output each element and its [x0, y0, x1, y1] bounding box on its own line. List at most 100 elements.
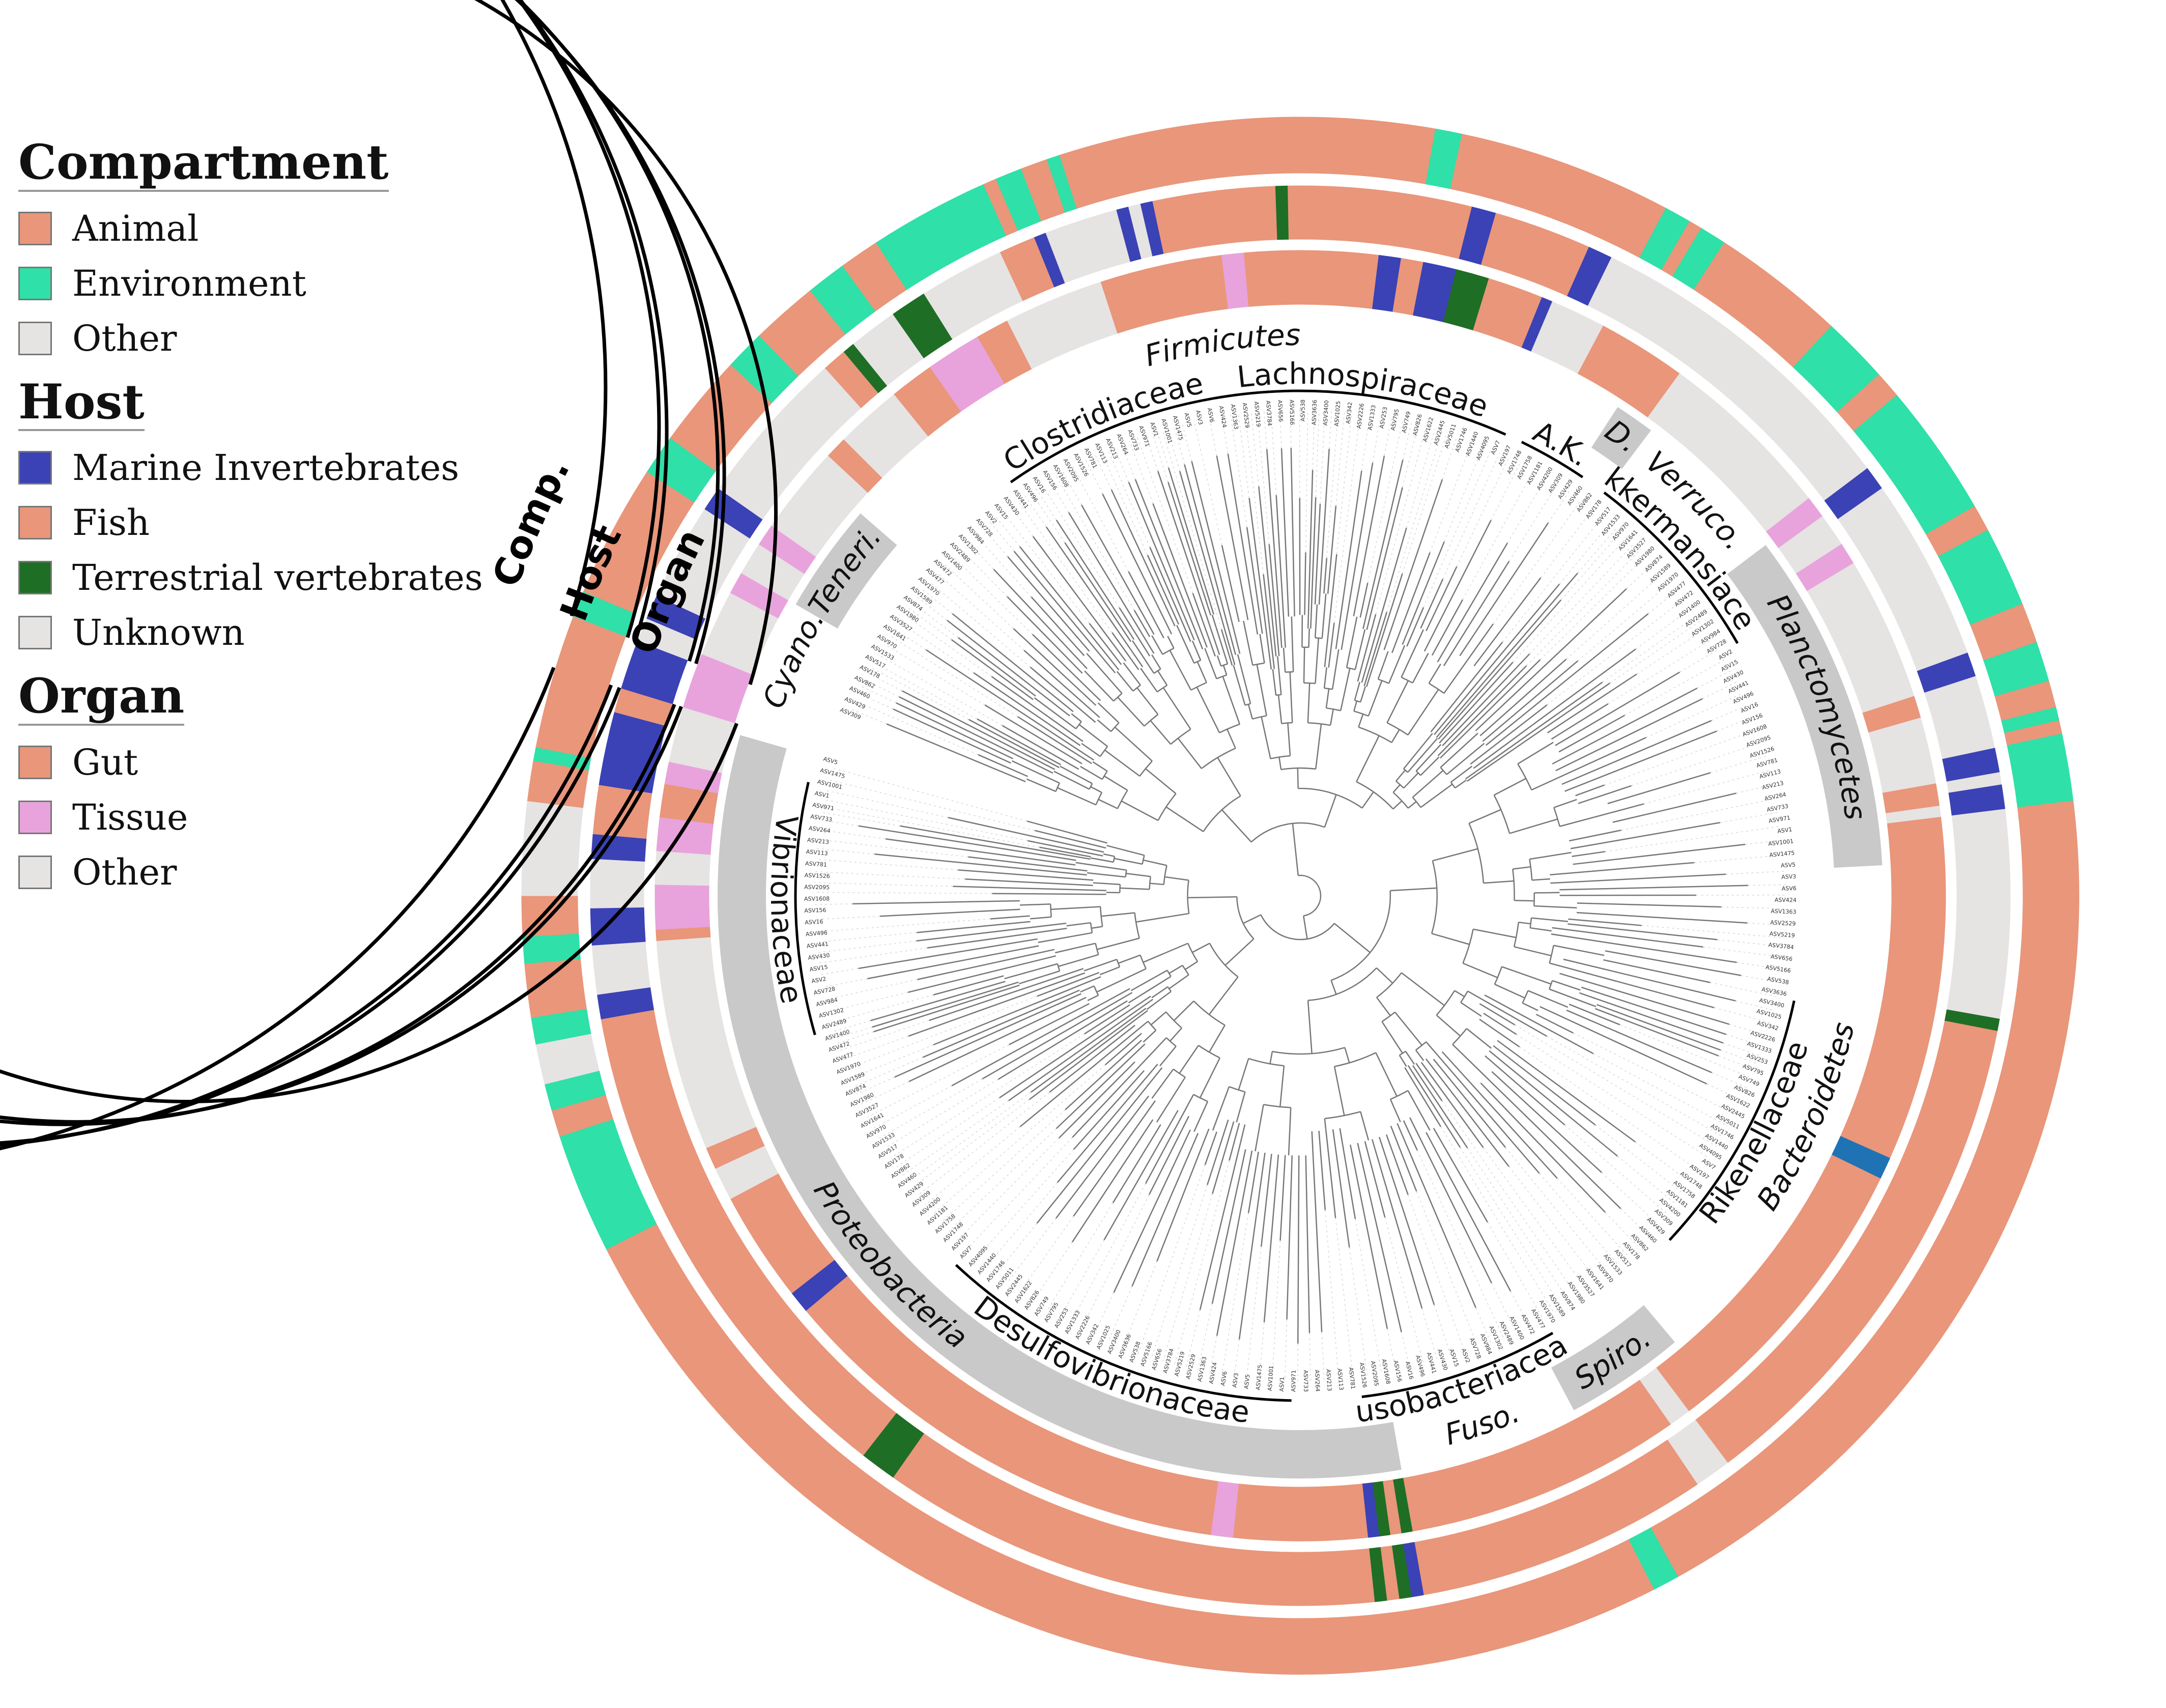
- tree-branch: [1207, 1119, 1229, 1185]
- tree-branch: [1280, 767, 1316, 771]
- tree-branch: [1377, 651, 1389, 679]
- tree-branch: [1412, 653, 1429, 684]
- ring-segment: [1946, 809, 2011, 1019]
- tree-branch: [1229, 1086, 1245, 1093]
- tree-branch: [1408, 801, 1417, 809]
- tree-leaf-guide: [1290, 410, 1292, 448]
- tree-leaf-guide: [1723, 1042, 1760, 1056]
- tree-branch: [1298, 787, 1363, 809]
- tree-branch: [1007, 596, 1083, 674]
- tree-leaf-guide: [1564, 1124, 1668, 1215]
- tree-branch: [1454, 990, 1465, 998]
- tree-branch: [1168, 974, 1189, 989]
- tree-branch: [1361, 791, 1374, 809]
- tree-leaf-guide: [1152, 433, 1168, 482]
- tree-leaf-guide: [816, 932, 917, 943]
- tree-branch: [1553, 807, 1560, 827]
- tree-branch: [917, 949, 1055, 980]
- tree-branch: [1420, 783, 1453, 808]
- leaf-label: ASV733: [1302, 1370, 1309, 1392]
- tree-branch: [1532, 878, 1550, 881]
- tree-branch: [858, 825, 1076, 861]
- tree-branch: [1280, 448, 1290, 617]
- tree-branch: [1092, 761, 1108, 772]
- tree-branch: [1569, 1004, 1620, 1026]
- ring-segment: [2007, 733, 2074, 808]
- phylum-labels: FirmicutesD.Verruco.PlanctomycetesBacter…: [756, 318, 1873, 1452]
- tree-leaf-guide: [976, 1149, 1074, 1259]
- leaf-label: ASV2489: [821, 1017, 847, 1031]
- tree-branch: [1327, 505, 1337, 594]
- legend-item: Animal: [18, 201, 476, 256]
- tree-branch: [1164, 876, 1189, 881]
- tree-branch: [1323, 667, 1327, 689]
- leaf-label: ASV156: [804, 907, 826, 914]
- tree-branch: [1318, 1130, 1326, 1210]
- tree-branch: [1137, 1020, 1149, 1030]
- tree-leaf-guide: [1726, 1034, 1763, 1047]
- tree-branch: [1134, 913, 1140, 938]
- tree-branch: [1378, 678, 1389, 684]
- leaf-label: ASV5: [1183, 412, 1192, 428]
- leaf-label: ASV342: [1756, 1020, 1779, 1032]
- tree-branch: [1114, 726, 1153, 762]
- tree-branch: [1386, 722, 1409, 736]
- tree-branch: [1227, 453, 1259, 635]
- tree-branch: [922, 989, 1080, 1058]
- tree-branch: [1438, 600, 1562, 740]
- tree-leaf-guide: [1017, 500, 1113, 633]
- tree-branch: [1138, 1037, 1167, 1067]
- tree-branch: [1392, 784, 1401, 793]
- tree-branch: [1032, 634, 1101, 701]
- leaf-label: ASV1302: [818, 1007, 845, 1019]
- tree-leaf-guide: [1002, 511, 1090, 624]
- tree-leaf-guide: [868, 673, 902, 692]
- tree-branch: [1531, 917, 1568, 922]
- tree-branch: [1517, 742, 1554, 765]
- tree-branch: [886, 838, 1076, 866]
- leaf-label: ASV538: [1766, 976, 1789, 986]
- leaf-label: ASV1608: [804, 895, 830, 902]
- tree-branch: [1535, 1013, 1574, 1034]
- tree-branch: [1238, 1152, 1266, 1340]
- leaf-label: ASV156: [1392, 1360, 1403, 1383]
- tree-branch: [1512, 869, 1515, 901]
- tree-leaf-guide: [853, 1057, 923, 1088]
- tree-leaf-guide: [911, 1099, 1030, 1188]
- tree-branch: [1097, 937, 1140, 950]
- tree-branch: [1346, 616, 1358, 668]
- tree-branch: [1151, 1068, 1174, 1099]
- tree-leaf-guide: [1643, 770, 1770, 805]
- tree-branch: [1095, 943, 1099, 955]
- tree-branch: [1058, 954, 1099, 967]
- tree-branch: [1179, 1045, 1199, 1074]
- tree-branch: [1395, 780, 1405, 789]
- tree-branches: [814, 409, 1787, 1382]
- tree-branch: [1247, 1151, 1259, 1213]
- leaf-label: ASV1475: [819, 767, 846, 780]
- tree-branch: [1412, 770, 1444, 798]
- leaf-label: ASV5219: [1173, 1351, 1186, 1377]
- tree-branch: [1191, 461, 1241, 654]
- tree-leaf-guide: [1129, 440, 1154, 504]
- tree-leaf-guide: [1234, 1339, 1240, 1378]
- leaf-label: ASV472: [828, 1040, 850, 1054]
- tree-branch: [1367, 680, 1383, 717]
- tree-branch: [1064, 542, 1132, 642]
- tree-leaf-guide: [1209, 1335, 1217, 1374]
- tree-branch: [1603, 959, 1711, 983]
- leaf-label: ASV430: [1436, 1348, 1449, 1371]
- tree-branch: [1250, 822, 1325, 843]
- ring-comp: [0, 0, 2079, 1675]
- tree-branch: [1559, 885, 1748, 891]
- tree-branch: [1376, 967, 1393, 984]
- ring-host: [0, 0, 2011, 1606]
- tree-branch: [1494, 983, 1525, 999]
- legend-swatch: [18, 321, 52, 355]
- tree-branch: [1091, 926, 1103, 929]
- tree-branch: [1073, 1070, 1145, 1150]
- tree-branch: [947, 619, 1070, 717]
- tree-branch: [1403, 772, 1419, 789]
- leaf-label: ASV113: [1759, 768, 1782, 780]
- legend-item: Other: [18, 845, 476, 900]
